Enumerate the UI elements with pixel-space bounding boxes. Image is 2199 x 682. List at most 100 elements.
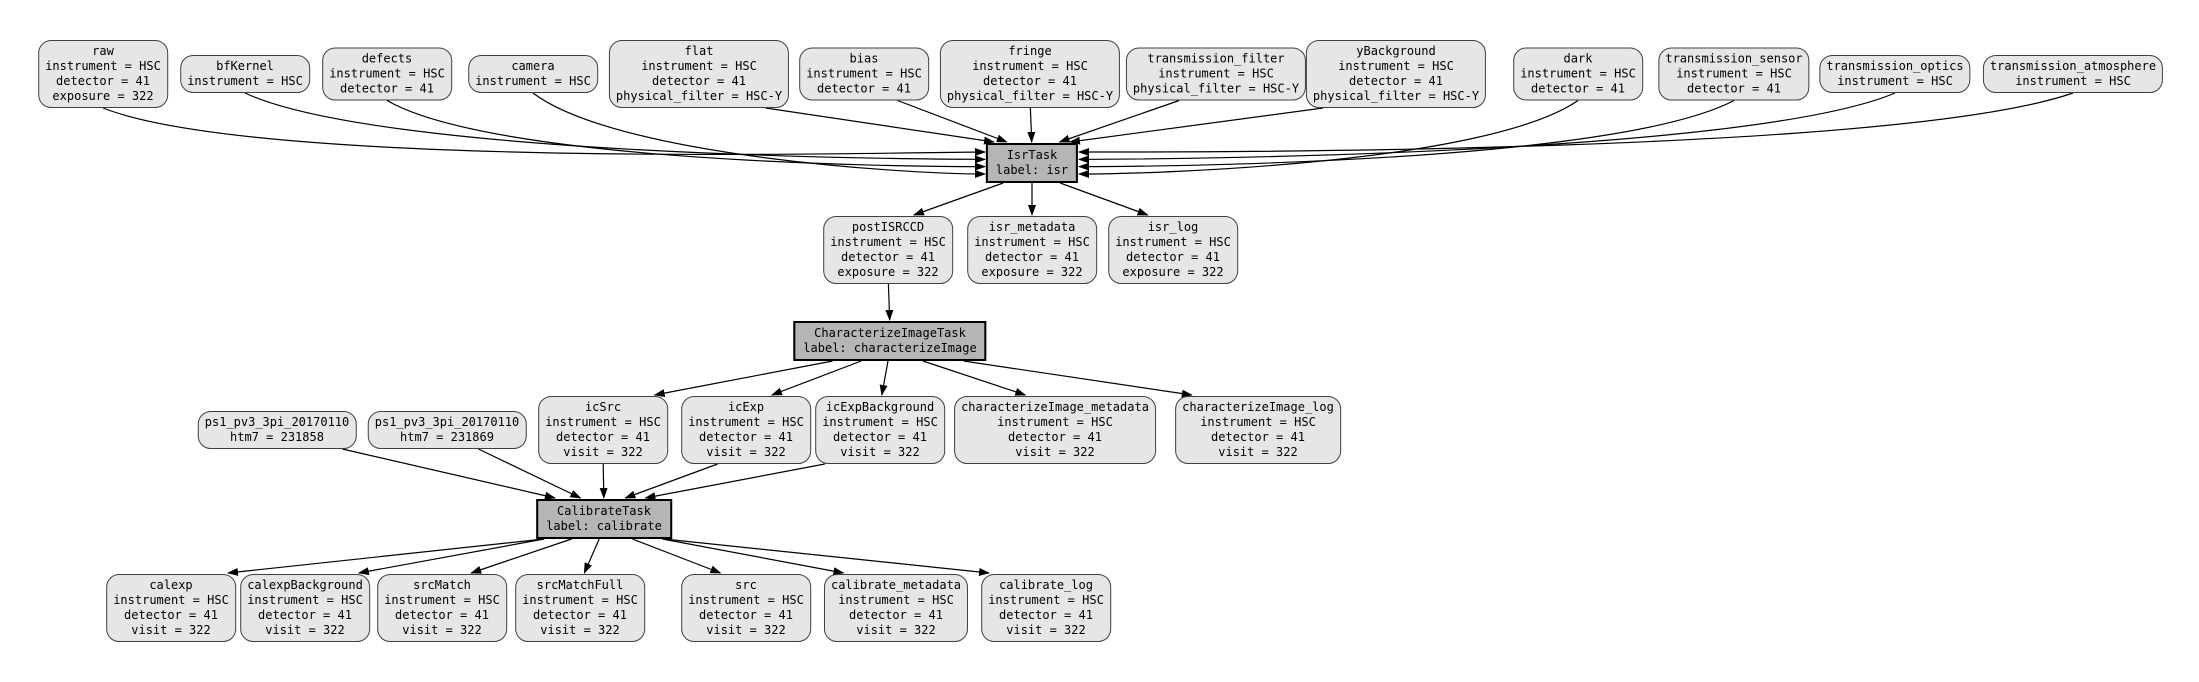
node-attr: detector = 41 [817,81,911,96]
node-attr: htm7 = 231858 [230,430,324,444]
edge-characterizeImage-to-icExp [770,360,862,396]
node-attr: detector = 41 [849,608,943,622]
node-attr: visit = 322 [1218,445,1298,459]
node-attr: detector = 41 [699,608,793,622]
node-attr: detector = 41 [1126,250,1220,264]
node-attr: instrument = HSC [806,66,922,81]
edge-icExp-to-calibrate [624,463,718,499]
edge-isr-to-isr_log [1059,182,1149,216]
node-attr: detector = 41 [395,608,489,622]
node-attr: instrument = HSC [838,593,954,607]
node-attr: instrument = HSC [475,74,591,88]
node-title: ps1_pv3_3pi_20170110 [374,415,520,429]
node-attr: visit = 322 [1015,445,1095,459]
edge-calibrate-to-src [632,538,722,574]
node-title: isr_log [1147,220,1199,234]
node-title: icExpBackground [825,400,935,414]
node-attr: instrument = HSC [113,593,229,607]
node-attr: instrument = HSC [974,235,1090,249]
node-attr: label: isr [995,163,1069,177]
edge-calibrate-to-calibrate_log [663,538,990,576]
node-attr: physical_filter = HSC-Y [946,89,1114,103]
node-attr: instrument = HSC [1676,66,1792,81]
node-attr: detector = 41 [1349,74,1443,88]
node-attr: exposure = 322 [1122,265,1224,279]
node-title: fringe [1008,44,1052,58]
node-title: srcMatchFull [536,578,624,592]
edge-calibrate-to-calibrate_metadata [662,538,845,576]
edge-characterizeImage-to-characterizeImage_metadata [922,360,1027,396]
edge-transmission_filter-to-isr [1058,99,1180,143]
node-attr: instrument = HSC [688,415,804,429]
node-title: calexp [149,578,193,592]
node-title: bias [849,51,879,66]
edge-characterizeImage-to-characterizeImage_log [963,360,1193,398]
node-title: bfKernel [216,59,274,73]
node-title: isr_metadata [988,220,1076,234]
node-attr: visit = 322 [265,623,345,637]
node-title: flat [684,44,714,58]
node-attr: detector = 41 [983,74,1077,88]
node-attr: detector = 41 [1531,81,1625,96]
node-title: camera [511,59,555,73]
edge-transmission_optics-to-isr [1078,92,1896,164]
node-attr: instrument = HSC [384,593,500,607]
edge-ps1_a-to-calibrate [342,448,556,500]
node-attr: detector = 41 [999,608,1093,622]
edge-characterizeImage-to-icExpBackground [879,360,889,396]
node-attr: visit = 322 [402,623,482,637]
edge-dark-to-isr [1078,100,1579,178]
node-title: calibrate_metadata [830,578,962,592]
edge-icSrc-to-calibrate [599,463,608,499]
node-title: srcMatch [413,578,471,592]
node-attr: instrument = HSC [247,593,363,607]
node-attr: instrument = HSC [972,59,1088,73]
node-attr: instrument = HSC [641,59,757,73]
edge-transmission_atmosphere-to-isr [1078,92,2074,157]
node-attr: instrument = HSC [1115,235,1231,249]
node-attr: htm7 = 231869 [400,430,494,444]
node-attr: detector = 41 [699,430,793,444]
node-attr: exposure = 322 [837,265,939,279]
node-attr: instrument = HSC [1520,66,1636,81]
node-attr: physical_filter = HSC-Y [615,89,783,103]
node-attr: detector = 41 [124,608,218,622]
node-attr: detector = 41 [1211,430,1305,444]
node-attr: visit = 322 [1006,623,1086,637]
node-title: icSrc [584,400,622,414]
node-attr: visit = 322 [563,445,643,459]
node-title: characterizeImage_metadata [961,400,1149,414]
node-attr: detector = 41 [556,430,650,444]
node-attr: detector = 41 [340,81,434,96]
node-title: transmission_filter [1147,51,1285,66]
node-attr: instrument = HSC [1200,415,1316,429]
node-attr: detector = 41 [985,250,1079,264]
edge-characterizeImage-to-icSrc [653,360,833,398]
edge-bfKernel-to-isr [244,92,986,164]
node-attr: label: calibrate [546,519,662,533]
edge-flat-to-isr [765,107,995,145]
node-attr: detector = 41 [1008,430,1102,444]
